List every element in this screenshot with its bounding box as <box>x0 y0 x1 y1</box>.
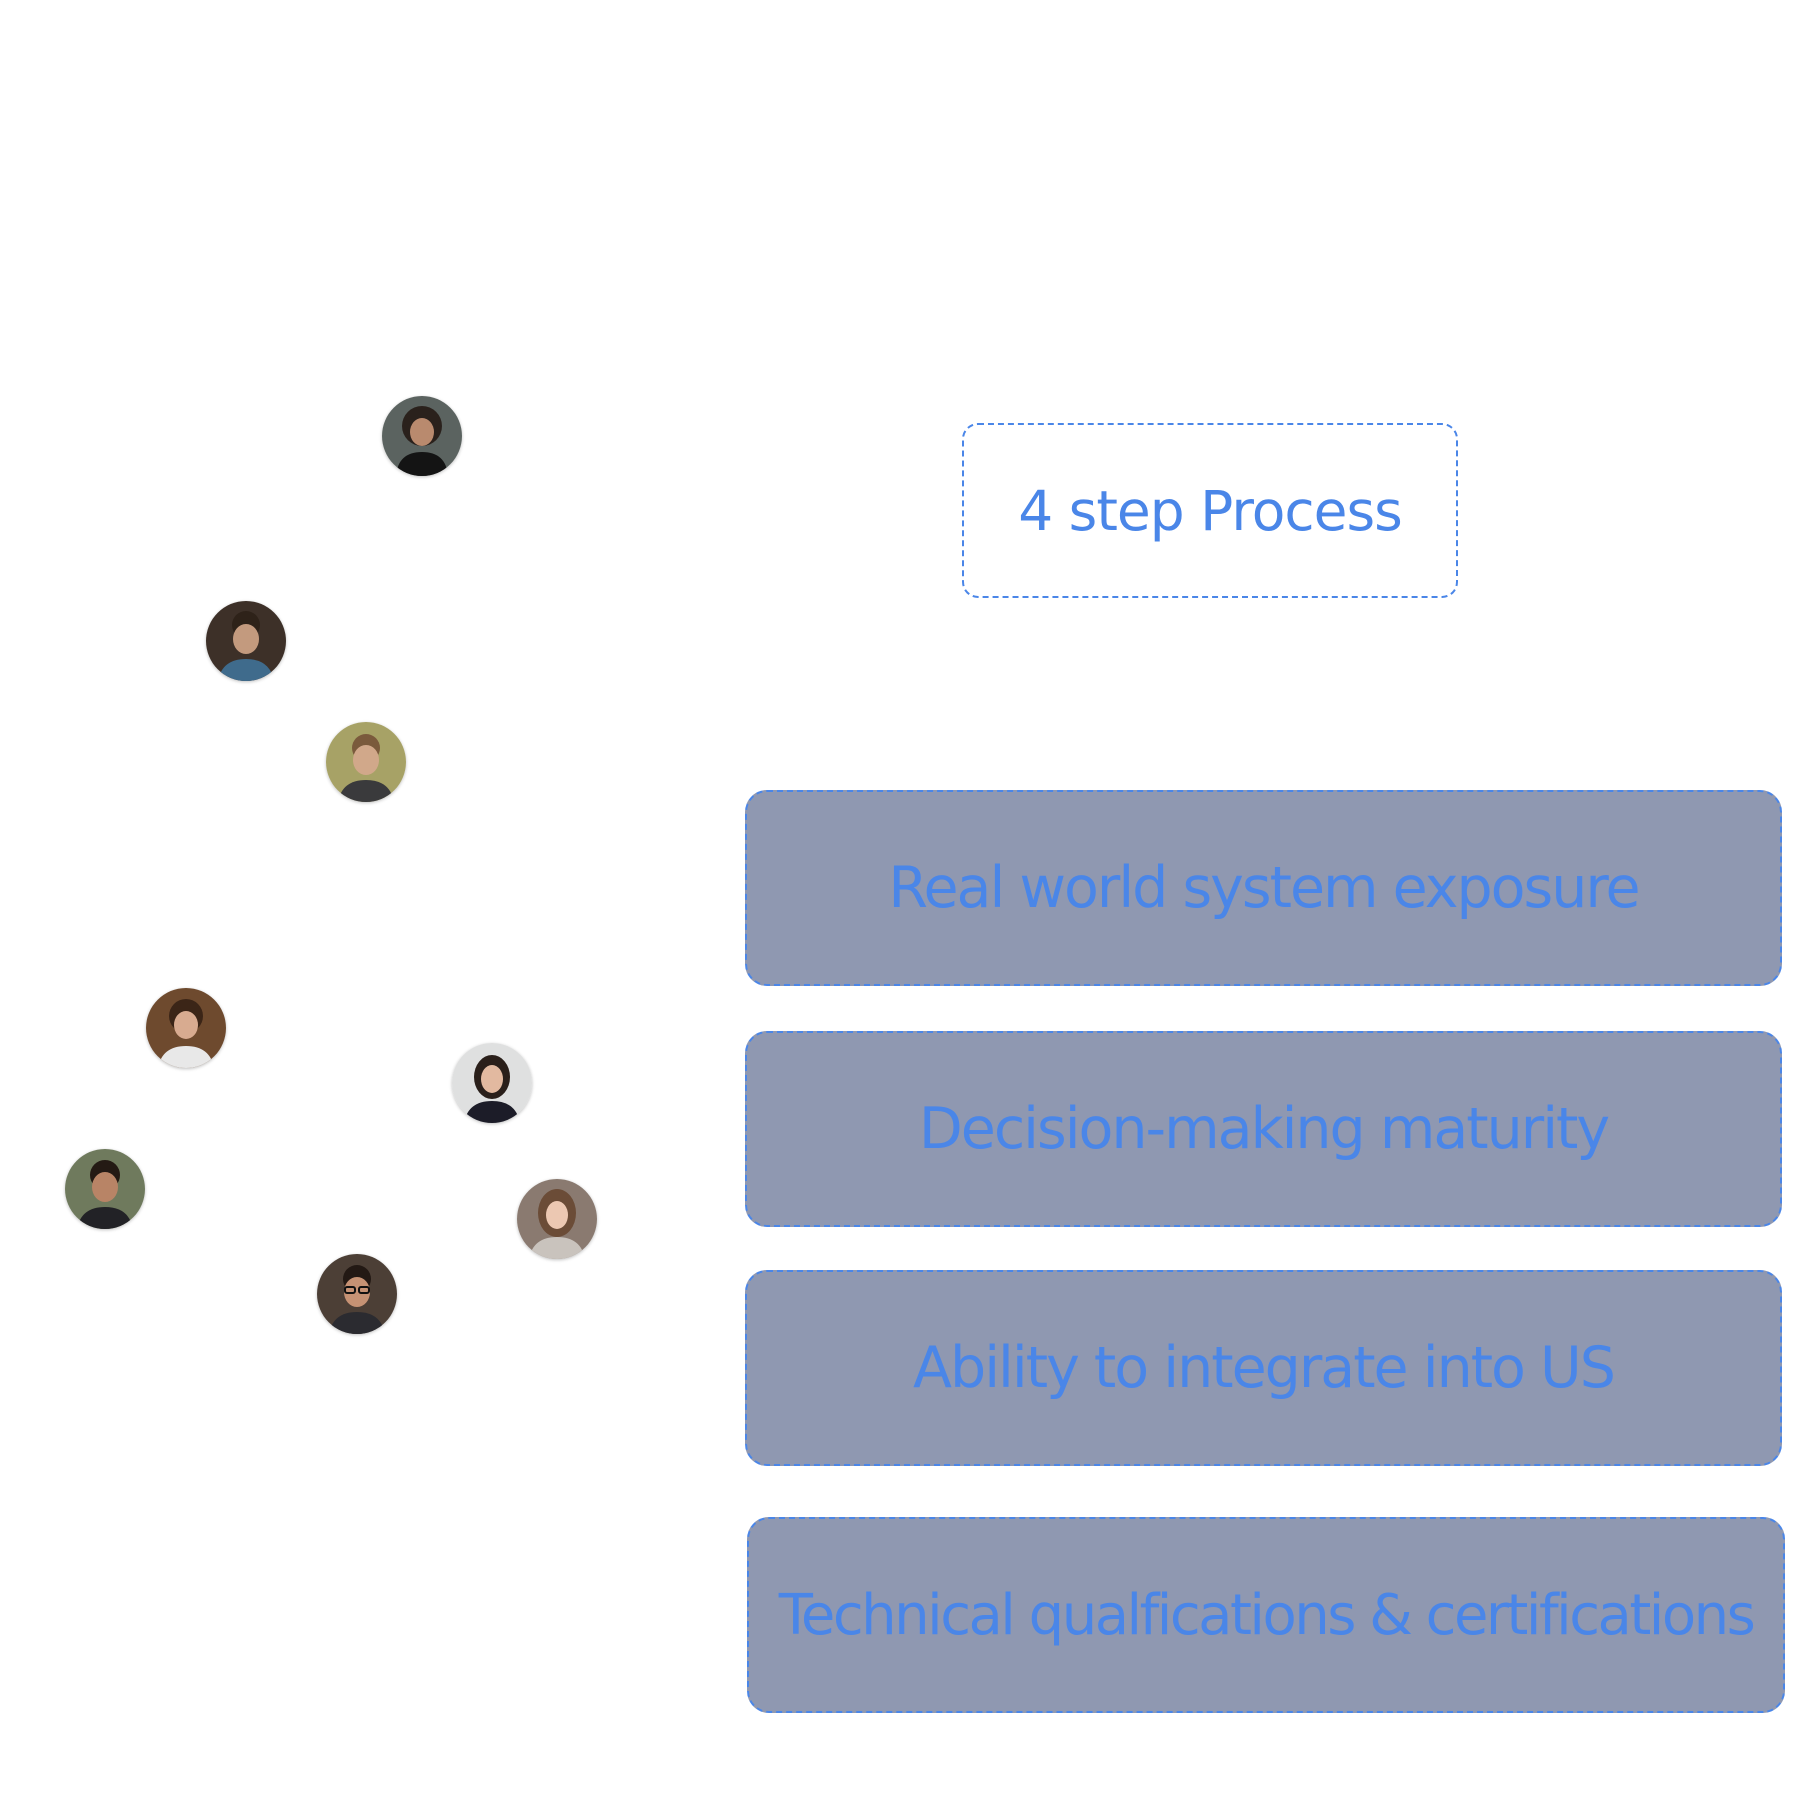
person-photo-icon <box>317 1254 397 1334</box>
avatar-4 <box>146 988 226 1068</box>
avatar-5 <box>452 1043 532 1123</box>
step-card-1: Real world system exposure <box>745 790 1782 986</box>
avatar-6 <box>65 1149 145 1229</box>
avatar-2 <box>206 601 286 681</box>
process-title-box: 4 step Process <box>962 423 1458 598</box>
step-label-3: Ability to integrate into US <box>913 1335 1616 1401</box>
avatar-1 <box>382 396 462 476</box>
process-title: 4 step Process <box>1018 478 1403 543</box>
step-label-4: Technical qualfications & certifications <box>778 1582 1756 1648</box>
step-label-2: Decision-making maturity <box>918 1096 1610 1162</box>
person-photo-icon <box>382 396 462 476</box>
step-card-4: Technical qualfications & certifications <box>747 1517 1785 1713</box>
avatar-3 <box>326 722 406 802</box>
step-card-2: Decision-making maturity <box>745 1031 1782 1227</box>
person-photo-icon <box>326 722 406 802</box>
person-photo-icon <box>146 988 226 1068</box>
step-card-3: Ability to integrate into US <box>745 1270 1782 1466</box>
person-photo-icon <box>206 601 286 681</box>
person-photo-icon <box>452 1043 532 1123</box>
avatar-8 <box>317 1254 397 1334</box>
step-label-1: Real world system exposure <box>888 855 1640 921</box>
avatar-7 <box>517 1179 597 1259</box>
person-photo-icon <box>65 1149 145 1229</box>
person-photo-icon <box>517 1179 597 1259</box>
